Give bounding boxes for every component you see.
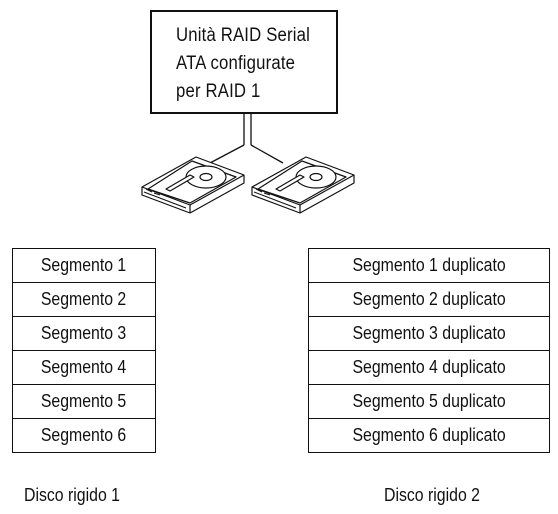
segment-label: Segmento 4 duplicato — [352, 357, 506, 377]
raid-config-box: Unità RAID Serial ATA configurate per RA… — [150, 10, 338, 114]
segment-label: Segmento 6 duplicato — [352, 425, 506, 445]
disk-1-label: Disco rigido 1 — [24, 485, 120, 505]
disk-2-segment-table: Segmento 1 duplicato Segmento 2 duplicat… — [308, 248, 550, 453]
segment-label: Segmento 6 — [41, 425, 127, 445]
segment-cell: Segmento 5 duplicato — [308, 384, 550, 419]
segment-cell: Segmento 1 — [12, 248, 156, 283]
segment-label: Segmento 4 — [41, 357, 127, 377]
segment-cell: Segmento 6 — [12, 418, 156, 453]
segment-cell: Segmento 3 duplicato — [308, 316, 550, 351]
segment-label: Segmento 1 — [41, 255, 127, 275]
table-row: Segmento 3 — [12, 316, 156, 351]
raid-box-line-1: Unità RAID Serial — [176, 25, 311, 46]
segment-label: Segmento 2 duplicato — [352, 289, 506, 309]
segment-cell: Segmento 1 duplicato — [308, 248, 550, 283]
table-row: Segmento 5 — [12, 384, 156, 419]
disk-1-segment-table: Segmento 1 Segmento 2 Segmento 3 Segment… — [12, 248, 156, 453]
table-row: Segmento 4 duplicato — [308, 350, 550, 385]
table-row: Segmento 6 — [12, 418, 156, 453]
segment-label: Segmento 5 — [41, 391, 127, 411]
disk-2-label: Disco rigido 2 — [384, 485, 480, 505]
table-row: Segmento 6 duplicato — [308, 418, 550, 453]
table-row: Segmento 4 — [12, 350, 156, 385]
segment-label: Segmento 2 — [41, 289, 127, 309]
table-row: Segmento 2 duplicato — [308, 282, 550, 317]
connector-branch-left — [209, 144, 245, 164]
segment-cell: Segmento 4 duplicato — [308, 350, 550, 385]
segment-cell: Segmento 2 — [12, 282, 156, 317]
hard-drive-2-icon — [251, 156, 355, 214]
segment-cell: Segmento 4 — [12, 350, 156, 385]
segment-cell: Segmento 6 duplicato — [308, 418, 550, 453]
hard-drive-1-icon — [141, 156, 245, 214]
segment-label: Segmento 5 duplicato — [352, 391, 506, 411]
table-row: Segmento 1 — [12, 248, 156, 283]
segment-cell: Segmento 2 duplicato — [308, 282, 550, 317]
segment-cell: Segmento 5 — [12, 384, 156, 419]
segment-label: Segmento 3 duplicato — [352, 323, 506, 343]
table-row: Segmento 3 duplicato — [308, 316, 550, 351]
table-row: Segmento 5 duplicato — [308, 384, 550, 419]
connector-branch-right — [250, 144, 284, 164]
segment-cell: Segmento 3 — [12, 316, 156, 351]
raid-box-line-3: per RAID 1 — [176, 81, 261, 102]
table-row: Segmento 1 duplicato — [308, 248, 550, 283]
segment-label: Segmento 1 duplicato — [352, 255, 506, 275]
table-row: Segmento 2 — [12, 282, 156, 317]
raid-box-line-2: ATA configurate — [176, 53, 296, 74]
segment-label: Segmento 3 — [41, 323, 127, 343]
